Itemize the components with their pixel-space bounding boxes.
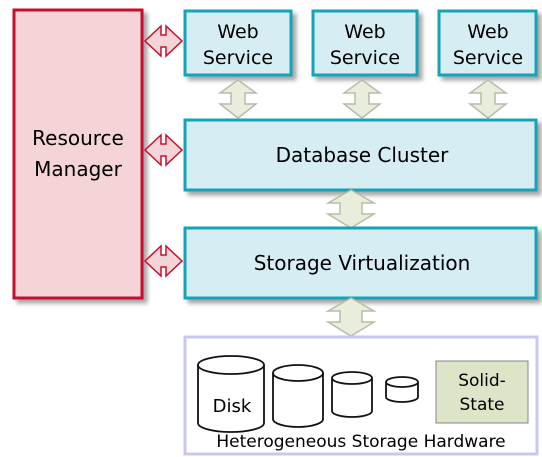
storage-virtualization-label: Storage Virtualization — [254, 251, 471, 275]
disk-label: Disk — [213, 396, 252, 417]
storage-virtualization-box: Storage Virtualization — [183, 226, 538, 300]
disk-icon — [385, 376, 419, 403]
web-service-label-line2: Service — [453, 47, 523, 69]
solid-state-label-line1: Solid- — [458, 371, 506, 391]
vertical-double-arrow — [217, 79, 259, 119]
database-cluster-label: Database Cluster — [276, 143, 450, 167]
web-service-box-2: Web Service — [311, 9, 419, 77]
rm-arrows — [143, 24, 184, 278]
web-service-label-line1: Web — [467, 21, 508, 43]
rm-to-database-arrow — [143, 133, 184, 167]
web-service-label-line1: Web — [217, 21, 258, 43]
disk-icon — [272, 364, 324, 428]
web-service-box-3: Web Service — [437, 9, 538, 77]
database-cluster-box: Database Cluster — [183, 118, 538, 192]
resource-manager-label-line2: Manager — [34, 157, 122, 181]
rm-to-web-service-arrow — [143, 24, 184, 58]
vertical-double-arrow — [341, 79, 383, 119]
db-to-storage-arrow — [325, 189, 377, 229]
web-service-label-line1: Web — [344, 21, 385, 43]
solid-state-label-line2: State — [460, 395, 505, 415]
resource-manager-box: Resource Manager — [12, 8, 144, 300]
web-service-box-1: Web Service — [183, 9, 293, 77]
disk-icon — [197, 355, 265, 433]
vertical-double-arrow — [467, 79, 509, 119]
storage-hardware-caption: Heterogeneous Storage Hardware — [216, 432, 505, 452]
web-service-label-line2: Service — [330, 47, 400, 69]
resource-manager-label-line1: Resource — [32, 126, 124, 150]
solid-state-box: Solid- State — [435, 360, 529, 424]
service-to-db-arrows — [217, 79, 509, 119]
storage-hardware-panel: Disk Solid- State Heterogeneous Storage … — [183, 335, 539, 456]
rm-to-storage-virtualization-arrow — [143, 244, 184, 278]
disk-icon — [331, 371, 373, 418]
virtualization-to-hardware-arrow — [325, 297, 377, 337]
web-service-label-line2: Service — [203, 47, 273, 69]
